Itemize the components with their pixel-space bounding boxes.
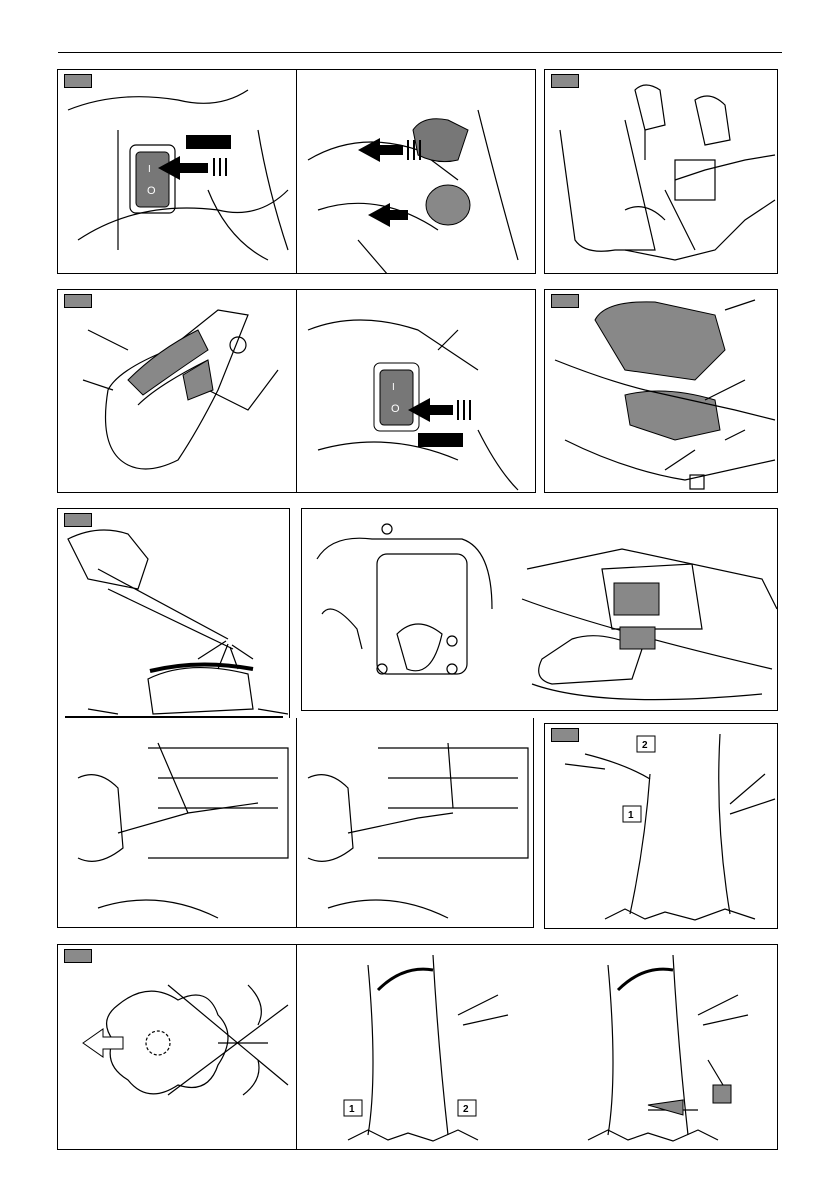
page-header-rule	[58, 52, 782, 53]
figure-felling-direction: 1 2	[57, 944, 778, 1150]
switch-label-off: O	[147, 185, 156, 197]
marker-1: 1	[628, 810, 634, 821]
figure-carburettor-screws	[57, 718, 534, 928]
illustration-chain-oil-test	[58, 509, 290, 718]
illustration-screwdrivers	[58, 718, 534, 928]
illustration-carburettor-cover	[302, 509, 778, 711]
illustration-felling-direction: 1 2	[58, 945, 778, 1150]
figure-air-filter	[544, 289, 778, 493]
figure-carburettor-adjust	[301, 508, 778, 711]
illustration-starting-position	[545, 70, 778, 274]
figure-switch-throttle: I O	[57, 69, 536, 274]
marker-2: 2	[463, 1104, 469, 1115]
switch-label-off: O	[391, 403, 400, 415]
marker-1: 1	[349, 1104, 355, 1115]
figure-starting-position	[544, 69, 778, 274]
marker-2: 2	[642, 740, 648, 751]
illustration-air-filter	[545, 290, 778, 493]
figure-chain-oil-test	[57, 508, 290, 718]
switch-label-on: I	[148, 164, 151, 175]
switch-label-on: I	[392, 382, 395, 393]
figure-handle-switch: I O	[57, 289, 536, 493]
figure-felling-notch: 2 1	[544, 723, 778, 929]
illustration-felling-notch: 2 1	[545, 724, 778, 929]
illustration-switch-choke: I O	[58, 70, 536, 274]
illustration-handle-switch: I O	[58, 290, 536, 493]
